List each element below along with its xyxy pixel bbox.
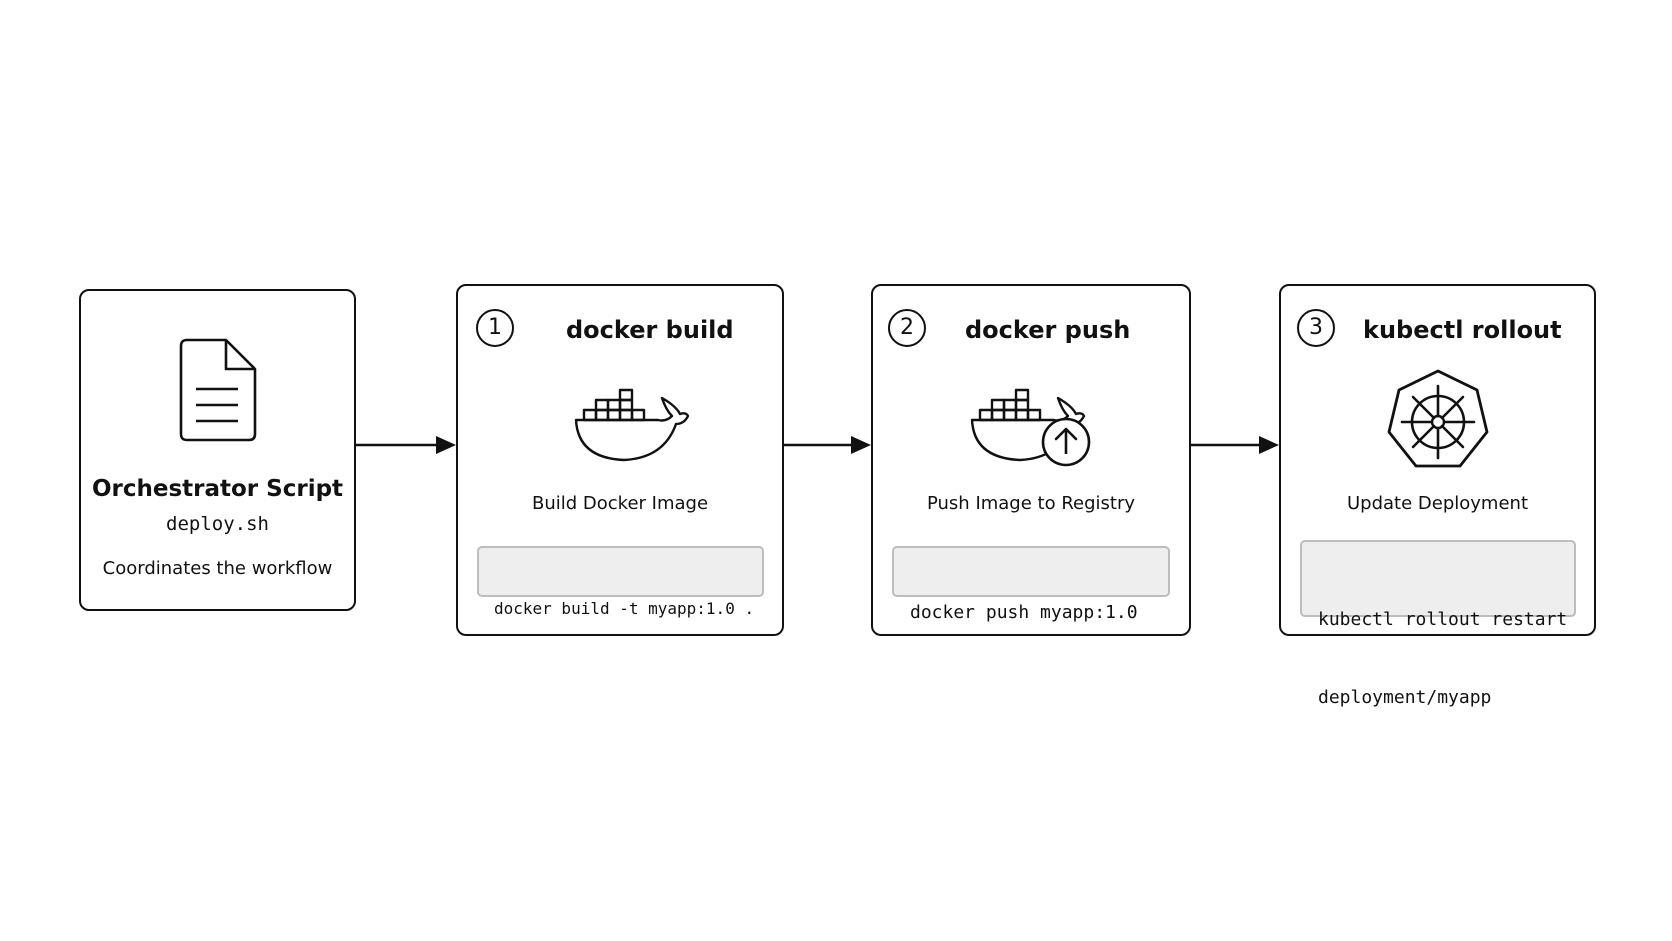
kubernetes-helm-icon bbox=[1383, 366, 1493, 476]
orchestrator-card: Orchestrator Script deploy.sh Coordinate… bbox=[79, 289, 356, 611]
flow-arrow-3 bbox=[1191, 434, 1279, 456]
orchestrator-title: Orchestrator Script bbox=[91, 476, 344, 502]
step-number-badge: 2 bbox=[888, 309, 926, 347]
step-card-docker-push: 2 docker push Push Image to Registry doc… bbox=[871, 284, 1191, 636]
step-title: kubectl rollout bbox=[1363, 316, 1562, 344]
step-title: docker build bbox=[566, 316, 734, 344]
command-line: kubectl rollout restart bbox=[1318, 609, 1568, 630]
document-icon bbox=[178, 337, 258, 443]
command-block: docker build -t myapp:1.0 . bbox=[477, 546, 764, 618]
command-line: docker push myapp:1.0 bbox=[910, 602, 1138, 623]
step-description: Build Docker Image bbox=[531, 493, 709, 514]
flow-arrow-1 bbox=[356, 434, 456, 456]
command-line: deployment/myapp bbox=[1318, 687, 1492, 708]
step-description: Update Deployment bbox=[1346, 493, 1528, 514]
orchestrator-filename: deploy.sh bbox=[166, 513, 269, 535]
step-title: docker push bbox=[965, 316, 1131, 344]
command-line: docker build -t myapp:1.0 . bbox=[494, 599, 755, 618]
docker-whale-upload-icon bbox=[968, 376, 1098, 476]
step-description: Push Image to Registry bbox=[926, 493, 1136, 514]
step-number-badge: 3 bbox=[1297, 309, 1335, 347]
command-block: kubectl rollout restart deployment/myapp bbox=[1300, 540, 1576, 708]
flow-arrow-2 bbox=[784, 434, 871, 456]
command-block: docker push myapp:1.0 bbox=[892, 546, 1170, 623]
step-card-docker-build: 1 docker build Build Docker Image docker… bbox=[456, 284, 784, 636]
step-card-kubectl-rollout: 3 kubectl rollout Update Deployment kube… bbox=[1279, 284, 1596, 708]
docker-whale-icon bbox=[572, 376, 692, 466]
orchestrator-description: Coordinates the workflow bbox=[102, 558, 333, 579]
step-number-badge: 1 bbox=[476, 309, 514, 347]
